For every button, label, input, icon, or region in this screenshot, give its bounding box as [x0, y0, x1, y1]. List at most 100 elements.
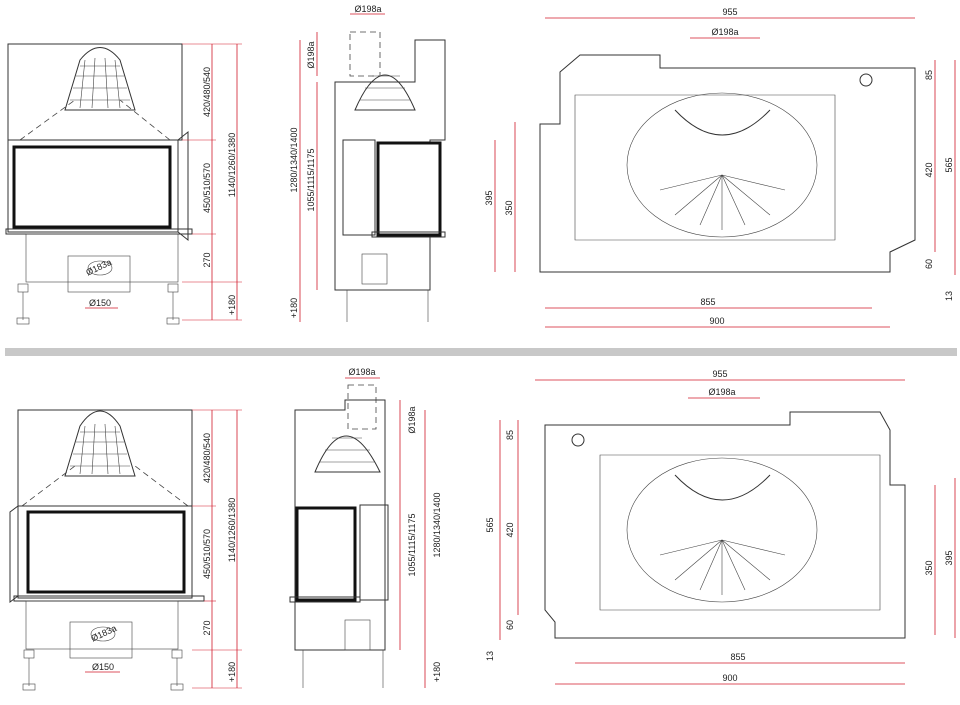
- plan-dim-60: 60: [924, 259, 934, 269]
- plan-dim-60: 60: [505, 620, 515, 630]
- plan-flue-outlet: [859, 73, 873, 87]
- hood-dash-left: [19, 99, 76, 141]
- plan-dim-85: 85: [505, 430, 515, 440]
- dim-total-h: 1140/1260/1380: [227, 498, 237, 562]
- side-door-panel: [342, 139, 376, 236]
- legs: [16, 283, 180, 325]
- plan-grate: [659, 539, 786, 595]
- side-sill: [371, 231, 446, 238]
- plan-dim-flue: Ø198a: [711, 27, 738, 37]
- plan-dim-900: 900: [709, 316, 724, 326]
- plan-flue-outlet: [571, 433, 585, 447]
- plan-dim-955: 955: [722, 7, 737, 17]
- side-dim-h1: 1055/1115/1175: [306, 148, 316, 211]
- front-glass: [26, 510, 186, 594]
- side-legs: [302, 650, 384, 688]
- top-side-view: Ø198a Ø198a 1055/1115/1175 1280/1340/140…: [289, 4, 446, 322]
- dim-air-dia: Ø150: [89, 298, 111, 308]
- side-dome: [354, 74, 416, 111]
- side-dim-flue-side: Ø198a: [407, 406, 417, 433]
- dome-fins: [70, 57, 130, 109]
- air-intake-circle: [90, 626, 116, 642]
- plan-inner: [599, 454, 881, 611]
- top-plan-view: 955 Ø198a 85 420 565 60 13 395 350 855 9…: [484, 7, 956, 328]
- side-door-panel: [359, 504, 389, 601]
- base-frame: [25, 600, 179, 650]
- front-glass: [12, 145, 172, 229]
- flue-collar: [347, 384, 377, 430]
- plan-baffle: [674, 474, 771, 501]
- flue-collar: [349, 31, 381, 77]
- plan-outline: [539, 54, 916, 273]
- dim-legs-h: +180: [227, 662, 237, 682]
- side-dim-legs: +180: [289, 298, 299, 318]
- side-outline: [334, 39, 446, 291]
- plan-dim-900: 900: [722, 673, 737, 683]
- top-front-view: 420/480/540 450/510/570 270 1140/1260/13…: [5, 43, 242, 325]
- side-glass: [295, 506, 357, 602]
- plan-dim-350: 350: [504, 200, 514, 215]
- heat-exchanger-dome: [64, 410, 136, 477]
- dim-glass-h: 450/510/570: [202, 529, 212, 579]
- dim-base-h: 270: [202, 620, 212, 635]
- dim-glass-h: 450/510/570: [202, 163, 212, 213]
- plan-dim-flue: Ø198a: [708, 387, 735, 397]
- plan-dim-565: 565: [944, 157, 954, 172]
- dim-total-h: 1140/1260/1380: [227, 133, 237, 197]
- plan-dim-565: 565: [485, 517, 495, 532]
- plan-dim-13: 13: [485, 651, 495, 661]
- plan-grate: [659, 174, 786, 230]
- air-intake-box: [69, 621, 133, 659]
- bottom-plan-view: 955 Ø198a 565 85 420 60 13 350 395 855 9…: [485, 369, 956, 685]
- plan-combustion-chamber: [626, 92, 818, 238]
- base-frame: [25, 233, 179, 283]
- side-dim-h2: 1280/1340/1400: [289, 127, 299, 192]
- side-dome-fins: [360, 75, 410, 101]
- plan-dim-85: 85: [924, 70, 934, 80]
- side-legs: [346, 290, 429, 322]
- plan-dim-955: 955: [712, 369, 727, 379]
- section-divider: [5, 348, 957, 356]
- plan-dim-395: 395: [944, 550, 954, 565]
- dim-base-h: 270: [202, 252, 212, 267]
- plan-combustion-chamber: [626, 457, 818, 603]
- side-dim-flue-top: Ø198a: [354, 4, 381, 14]
- plan-dim-420: 420: [924, 162, 934, 177]
- side-dome: [314, 435, 381, 473]
- plan-dim-13: 13: [944, 291, 954, 301]
- side-dim-flue-top: Ø198a: [348, 367, 375, 377]
- plan-dim-855: 855: [700, 297, 715, 307]
- side-air-intake: [344, 619, 371, 651]
- dim-legs-h: +180: [227, 295, 237, 315]
- legs: [22, 649, 184, 691]
- side-dim-h1: 1055/1115/1175: [407, 513, 417, 576]
- side-glass: [376, 141, 442, 237]
- side-outline: [294, 399, 386, 651]
- side-dim-flue-side: Ø198a: [306, 41, 316, 68]
- firebox-frame: [17, 505, 193, 599]
- side-air-intake: [361, 253, 388, 285]
- plan-inner: [574, 94, 836, 241]
- plan-dim-420: 420: [505, 522, 515, 537]
- plan-dim-350: 350: [924, 560, 934, 575]
- side-dome-fins: [320, 437, 375, 463]
- plan-dim-395: 395: [484, 190, 494, 205]
- dome-fins: [70, 423, 130, 475]
- dim-top-h: 420/480/540: [202, 67, 212, 117]
- bottom-front-view: 420/480/540 450/510/570 270 1140/1260/13…: [9, 409, 242, 691]
- side-glass-edge: [177, 130, 189, 242]
- firebox-frame: [7, 139, 179, 233]
- dim-flue-dia: Ø183a: [84, 257, 113, 277]
- bottom-side-view: Ø198a Ø198a 1055/1115/1175 1280/1340/140…: [289, 367, 442, 688]
- side-glass-edge: [9, 505, 19, 603]
- dim-flue-dia: Ø183a: [89, 623, 118, 643]
- air-intake-circle: [87, 260, 113, 276]
- plan-dim-855: 855: [730, 652, 745, 662]
- dim-air-dia: Ø150: [92, 662, 114, 672]
- plan-outline: [544, 411, 906, 639]
- side-sill: [289, 596, 361, 603]
- dim-top-h: 420/480/540: [202, 433, 212, 483]
- hood-dash-right: [119, 99, 171, 141]
